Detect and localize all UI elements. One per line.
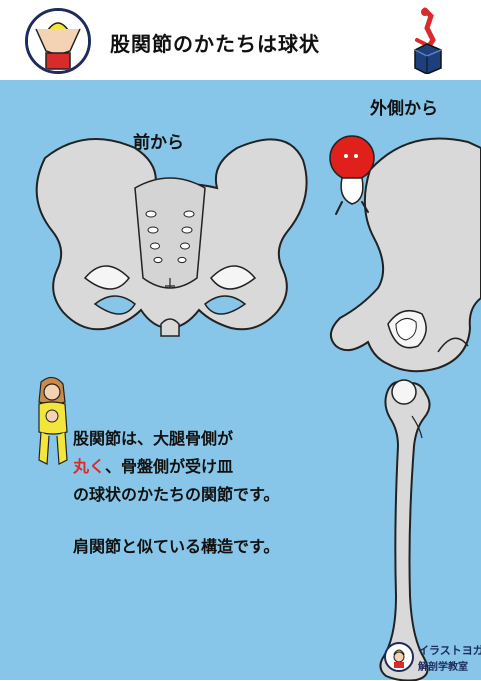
description-spacer (73, 509, 279, 533)
brand-subtitle: 解剖学教室 (418, 662, 468, 673)
pelvis-side-illustration (329, 135, 481, 373)
emphasis-round: 丸く (73, 457, 106, 476)
instructor-avatar (25, 8, 91, 74)
description-line-3: の球状のかたちの関節です。 (73, 485, 280, 504)
side-view-label: 外側から (370, 99, 438, 119)
page-title: 股関節のかたちは球状 (110, 32, 320, 56)
red-character-icon (329, 135, 375, 181)
description-line-1: 股関節は、大腿骨側が (73, 429, 234, 448)
description-text: 股関節は、大腿骨側が 丸く、骨盤側が受け皿 の球状のかたちの関節です。 肩関節と… (73, 425, 279, 561)
description-line-2: 丸く、骨盤側が受け皿 (73, 453, 279, 481)
yoga-figure-icon (38, 376, 68, 465)
yoga-instructor-avatar-icon (28, 11, 88, 71)
header: 股関節のかたちは球状 (0, 0, 481, 80)
brand-badge-icon (384, 642, 414, 672)
brand-logo: イラストヨガ 解剖学教室 (384, 640, 481, 676)
description-line-4: 肩関節と似ている構造です。 (73, 537, 280, 556)
illustration-area: 前から 外側から (0, 80, 481, 681)
figure-on-box-icon (414, 7, 442, 74)
pelvis-front-illustration (35, 138, 308, 337)
front-view-label: 前から (133, 133, 184, 153)
description-line-2-rest: 、骨盤側が受け皿 (105, 457, 234, 476)
brand-name: イラストヨガ (418, 644, 481, 657)
femur-illustration (379, 379, 431, 681)
